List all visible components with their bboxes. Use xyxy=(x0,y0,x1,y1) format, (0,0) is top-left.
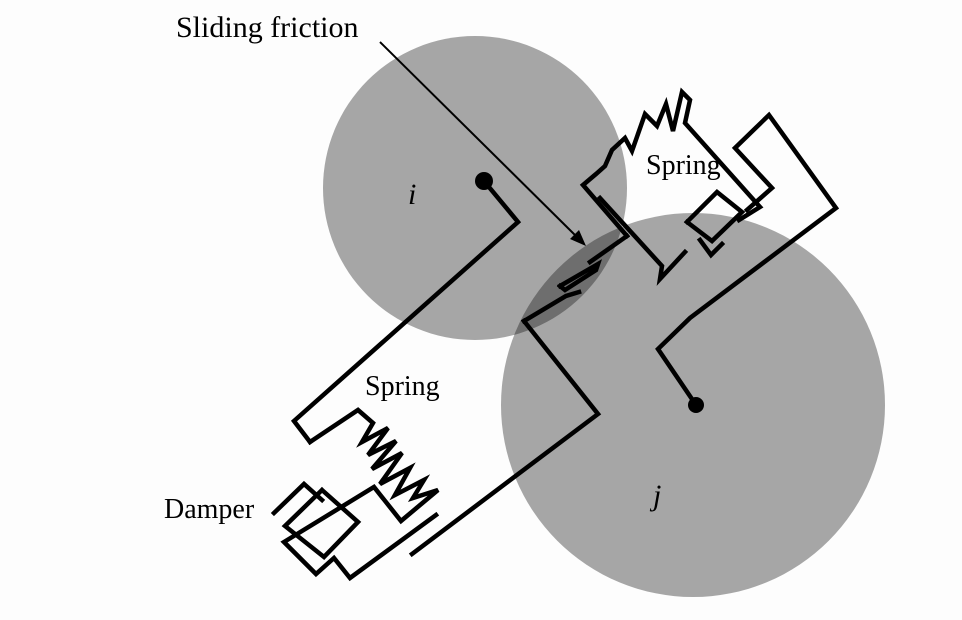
sliding-friction-arrowhead xyxy=(570,230,586,246)
particle-j-label: j xyxy=(653,479,662,512)
normal-link-from-i xyxy=(290,177,522,446)
top-spring-frame xyxy=(579,87,764,240)
normal-link-to-j xyxy=(408,317,602,558)
damper-rod xyxy=(270,480,326,517)
top-damper-piston xyxy=(683,188,746,244)
top-damper-box xyxy=(596,194,689,286)
friction-rod-upper xyxy=(586,232,631,266)
particle-i xyxy=(323,36,627,340)
sliding-friction-pointer xyxy=(379,41,579,239)
damper-cylinder xyxy=(281,486,362,561)
tangential-link-to-j xyxy=(655,111,840,409)
spring-bottom-label: Spring xyxy=(365,371,440,402)
friction-pad xyxy=(556,259,603,293)
top-damper-rod xyxy=(696,236,726,259)
sliding-friction-label: Sliding friction xyxy=(176,11,359,44)
friction-rod-lower xyxy=(520,289,582,325)
bottom-spring-frame xyxy=(280,407,440,582)
particle-i-label: i xyxy=(408,178,417,211)
damper-label: Damper xyxy=(164,494,255,525)
spring-top-label: Spring xyxy=(646,150,721,181)
